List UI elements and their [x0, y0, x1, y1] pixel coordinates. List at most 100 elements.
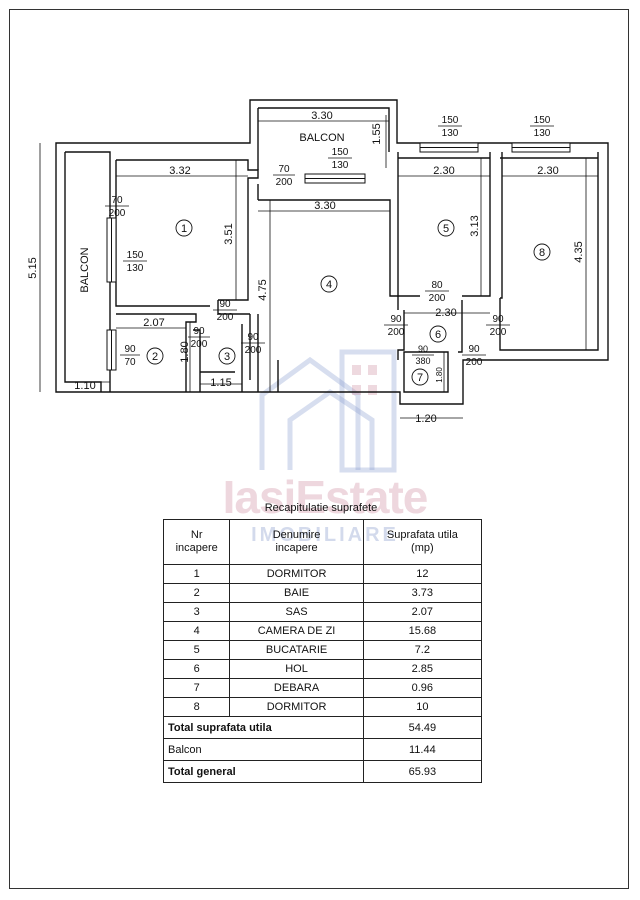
dim-room4-width: 3.30 — [314, 200, 335, 212]
win-room8-height: 130 — [534, 128, 551, 139]
dim-room5-width: 2.30 — [433, 165, 454, 177]
room-2-number: 2 — [152, 351, 158, 363]
door-room2-width: 90 — [193, 326, 205, 337]
room-8-number: 8 — [539, 247, 545, 259]
room-6-marker — [429, 325, 447, 343]
dim-room7-width: 1.20 — [415, 413, 436, 425]
balcony-row: Balcon 11.44 — [163, 738, 483, 761]
dim-room8-width: 2.30 — [537, 165, 558, 177]
balcony-value: 11.44 — [362, 738, 483, 761]
door-room8-height: 200 — [490, 327, 507, 338]
total-general-value: 65.93 — [362, 760, 483, 783]
room-1-number: 1 — [181, 223, 187, 235]
dim-room1-width: 3.32 — [169, 165, 190, 177]
door-room4-height: 200 — [388, 327, 405, 338]
room-5-marker — [437, 219, 455, 237]
watermark-title: IasiEstate — [222, 471, 429, 523]
door-room6-height: 200 — [466, 357, 483, 368]
door-room4-width: 90 — [390, 314, 402, 325]
door-room1-height: 200 — [217, 312, 234, 323]
win-room5-height: 130 — [442, 128, 459, 139]
table-title: Recapitulatie suprafete — [264, 502, 378, 514]
dim-balcony-depth: 1.55 — [371, 123, 383, 144]
balcony-left-label: BALCON — [79, 247, 91, 292]
area-summary-table: Nr incapere Denumire incapere Suprafata … — [162, 519, 483, 783]
dim-room2-depth: 1.80 — [179, 341, 191, 362]
door-room2-height: 200 — [191, 339, 208, 350]
room-7-marker — [411, 368, 429, 386]
dim-hall-width: 2.30 — [435, 307, 456, 319]
win-room2-width: 90 — [124, 344, 136, 355]
page-frame — [9, 9, 629, 889]
door-room5-height: 200 — [429, 293, 446, 304]
total-useful-value: 54.49 — [362, 716, 483, 739]
header-name: Denumire incapere — [229, 519, 364, 565]
door-room6-width: 90 — [468, 344, 480, 355]
dim-room4-depth: 4.75 — [257, 279, 269, 300]
win-room1-width: 150 — [127, 250, 144, 261]
dim-room8-depth: 4.35 — [573, 241, 585, 262]
door-room8-width: 90 — [492, 314, 504, 325]
door-room7-width: 90 — [418, 344, 428, 354]
room-7-number: 7 — [417, 372, 423, 384]
header-area: Suprafata utila (mp) — [362, 519, 483, 565]
door-balcony-left-width: 70 — [111, 195, 123, 206]
wall-room8 — [500, 152, 598, 299]
win-room1-height: 130 — [127, 263, 144, 274]
room-5-number: 5 — [443, 223, 449, 235]
dim-total-depth: 5.15 — [27, 257, 39, 278]
dim-room2-width: 2.07 — [143, 317, 164, 329]
wall-room7 — [403, 351, 449, 393]
room-4-marker — [320, 275, 338, 293]
dim-room1-depth: 3.51 — [223, 223, 235, 244]
table-header-row: Nr incapere Denumire incapere Suprafata … — [162, 519, 483, 565]
door-room1-width: 90 — [219, 299, 231, 310]
wall-room2 — [116, 313, 197, 392]
wall-hall — [397, 296, 405, 360]
room-8-marker — [533, 243, 551, 261]
door-room3-height: 200 — [245, 345, 262, 356]
total-useful-label: Total suprafata utila — [163, 716, 364, 739]
room-1-marker — [175, 219, 193, 237]
dim-balcony-left-width: 1.10 — [74, 380, 95, 392]
door-room5-width: 80 — [431, 280, 443, 291]
outer-wall — [55, 99, 609, 405]
header-nr: Nr incapere — [162, 519, 231, 565]
room-6-number: 6 — [435, 329, 441, 341]
room-4-number: 4 — [326, 279, 332, 291]
balcony-top-label: BALCON — [299, 132, 344, 144]
door-balcony-height: 200 — [276, 177, 293, 188]
wall-room1 — [116, 159, 259, 301]
total-general-label: Total general — [163, 760, 364, 783]
dim-room3-width: 1.15 — [210, 377, 231, 389]
win-balcony-height: 130 — [332, 160, 349, 171]
wall-room4 — [258, 199, 398, 297]
dim-room7-depth: 1.80 — [435, 367, 444, 383]
door-room7-height: 380 — [415, 356, 430, 366]
win-room5-width: 150 — [442, 115, 459, 126]
room-3-number: 3 — [224, 351, 230, 363]
floor-plan: BALCON BALCON 1 2 3 4 5 6 7 8 3.30 1.55 … — [27, 99, 609, 425]
door-balcony-left-height: 200 — [109, 208, 126, 219]
room-3-marker — [218, 347, 236, 365]
dim-balcony-width: 3.30 — [311, 110, 332, 122]
door-balcony-width: 70 — [278, 164, 290, 175]
win-room8-width: 150 — [534, 115, 551, 126]
total-general-row: Total general 65.93 — [163, 760, 483, 783]
room-2-marker — [146, 347, 164, 365]
win-balcony-width: 150 — [332, 147, 349, 158]
dim-room5-depth: 3.13 — [469, 215, 481, 236]
total-useful-row: Total suprafata utila 54.49 — [163, 716, 483, 739]
balcony-label: Balcon — [163, 738, 364, 761]
win-room2-height: 70 — [124, 357, 136, 368]
door-room3-width: 90 — [247, 332, 259, 343]
